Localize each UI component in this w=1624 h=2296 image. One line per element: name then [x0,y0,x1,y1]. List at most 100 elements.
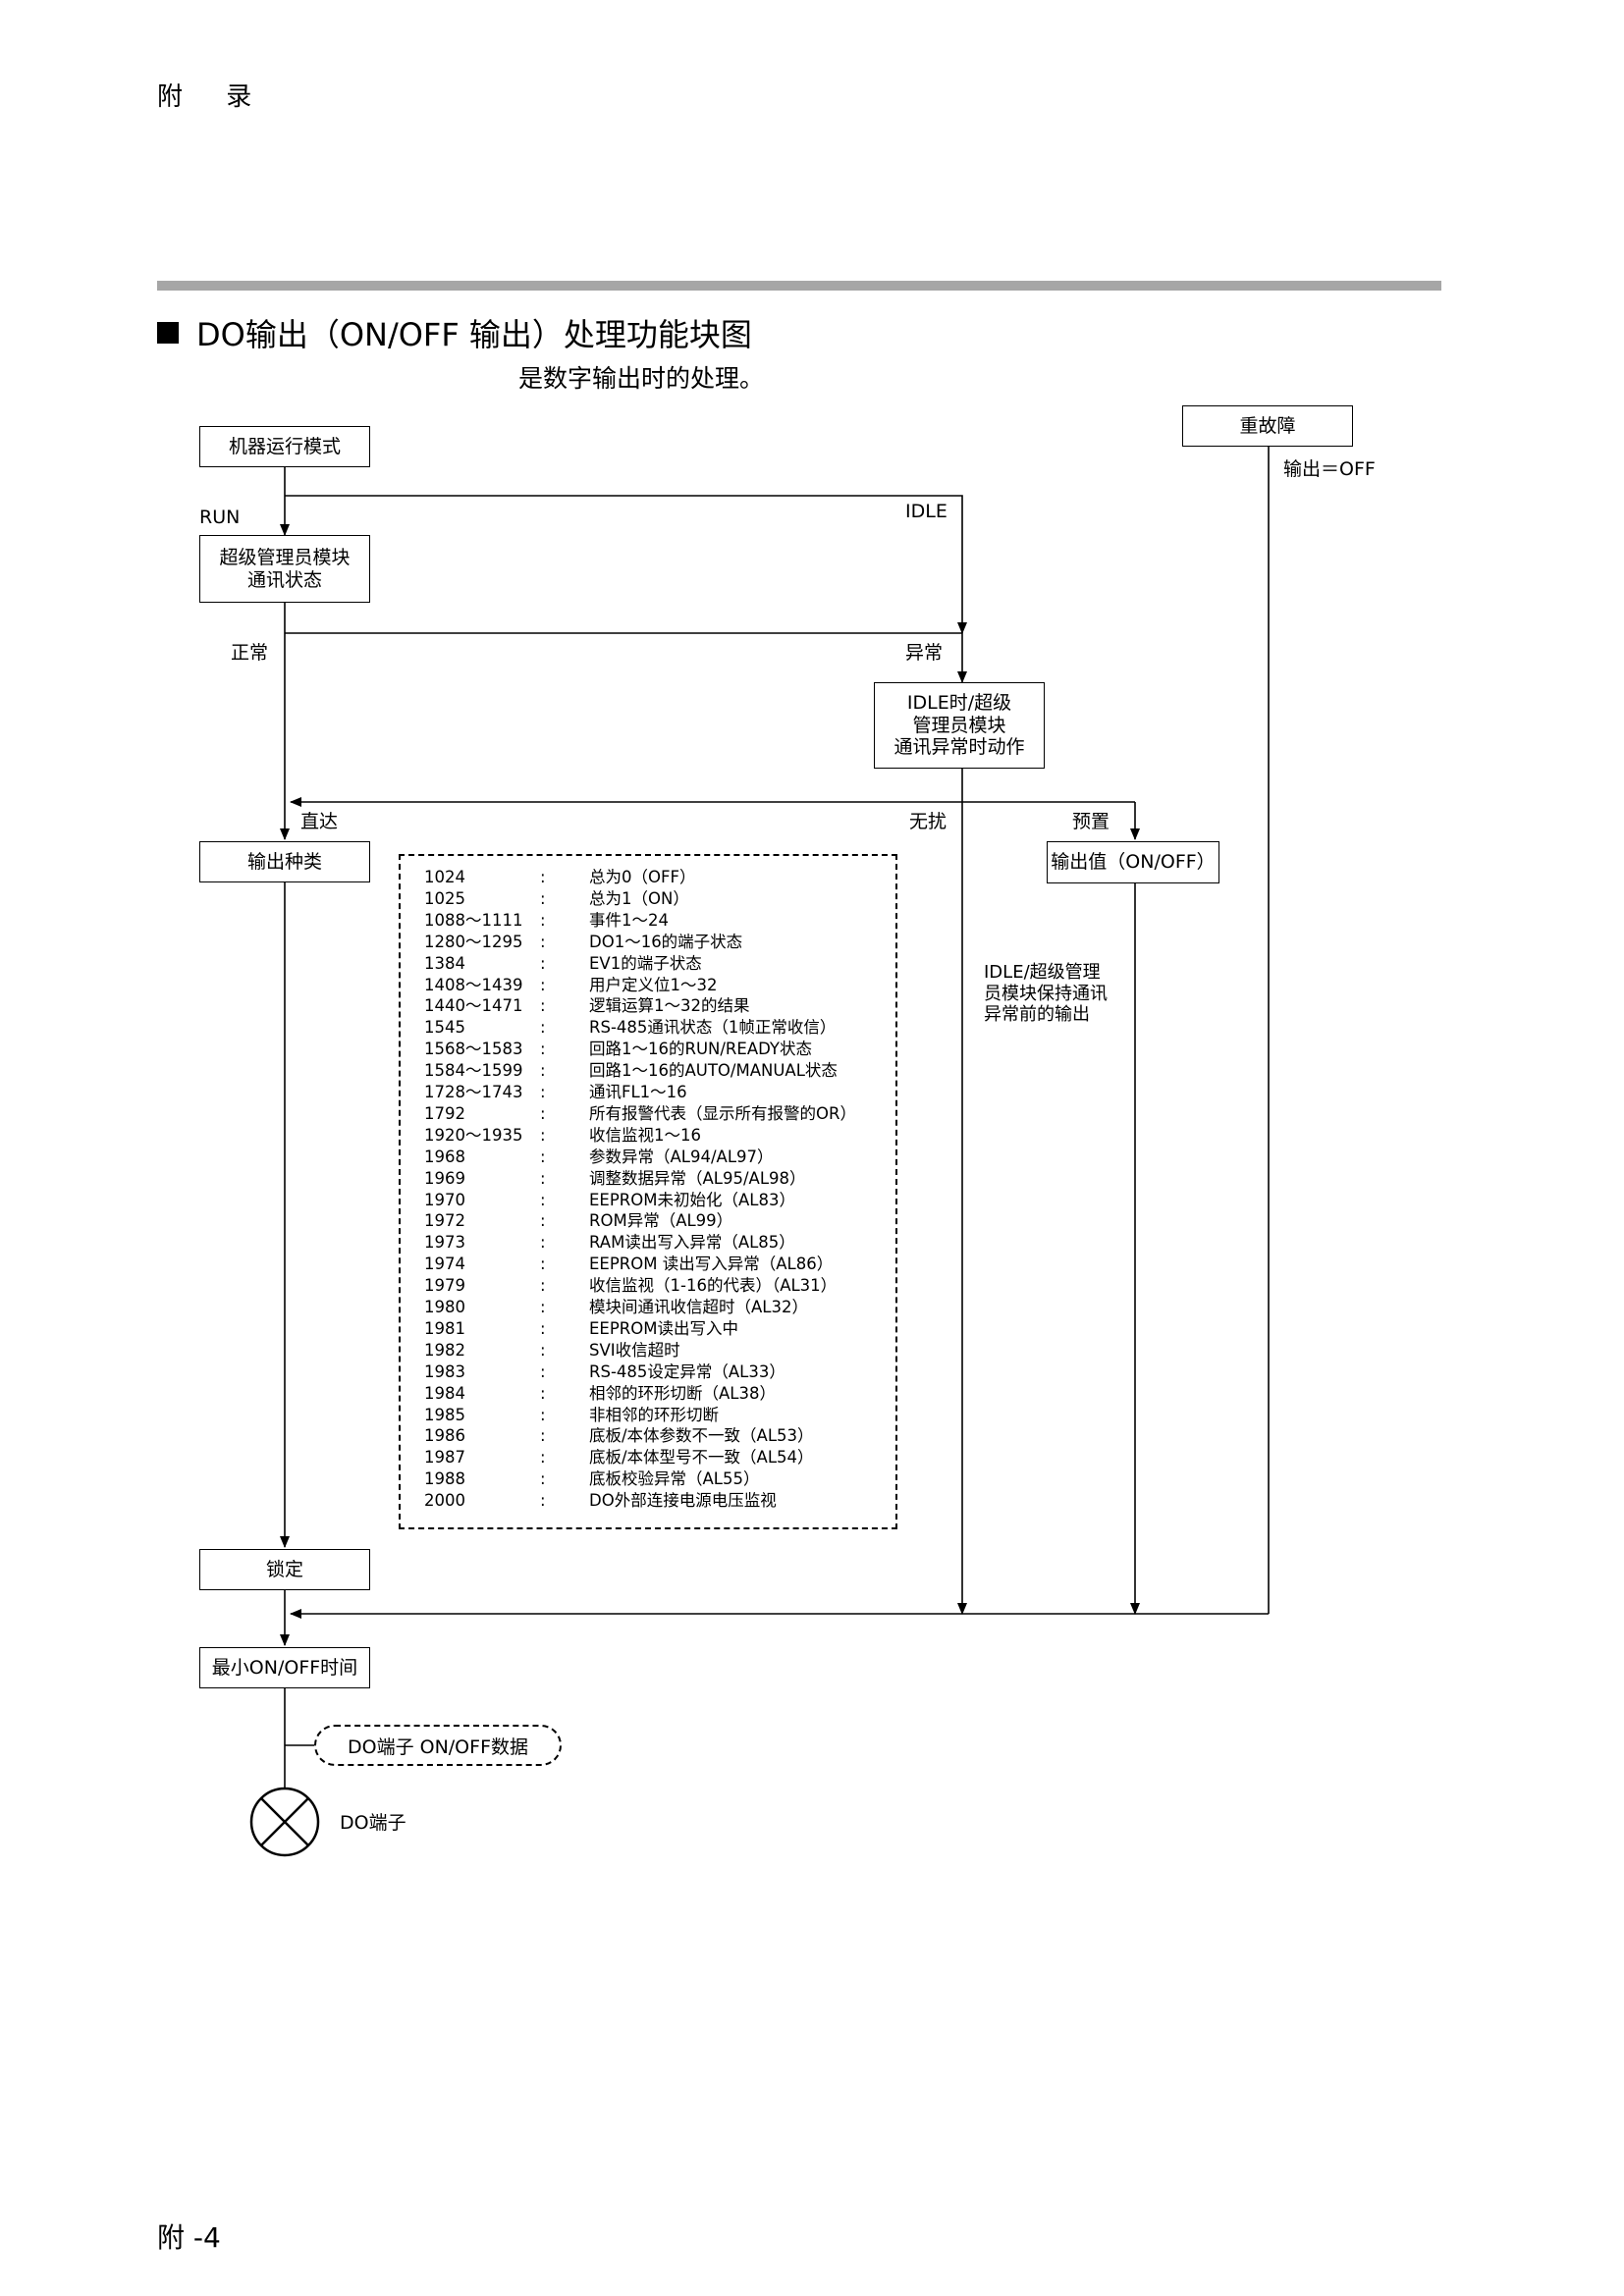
code-value: 1984 [424,1383,465,1403]
code-description: 参数异常（AL94/AL97） [589,1147,774,1166]
code-description: 用户定义位1～32 [589,975,718,994]
code-separator: : [540,1168,546,1188]
code-row: 1973: RAM读出写入异常（AL85） [424,1233,795,1253]
code-row: 1024: 总为0（OFF） [424,868,695,887]
code-separator: : [540,1211,546,1231]
code-value: 1980 [424,1298,465,1316]
code-description: 收信监视（1-16的代表）（AL31） [589,1276,838,1296]
code-separator: : [540,1190,546,1209]
code-row: 1974:EEPROM 读出写入异常（AL86） [424,1255,833,1274]
code-separator: : [540,1276,546,1296]
code-row: 1728～1743:通讯FL1～16 [424,1083,687,1102]
code-separator: : [540,996,546,1016]
no-disturb-label: 无扰 [909,811,947,832]
code-value: 1970 [424,1190,465,1209]
abnormal-label: 异常 [905,642,944,664]
code-row: 1987:底板/本体型号不一致（AL54） [424,1448,814,1468]
code-description: SVI收信超时 [589,1340,680,1360]
code-description: 回路1～16的RUN/READY状态 [589,1040,812,1059]
code-separator: : [540,1255,546,1274]
code-value: 1979 [424,1276,465,1296]
code-value: 1968 [424,1147,465,1166]
code-row: 1968: 参数异常（AL94/AL97） [424,1148,774,1167]
section-title: DO输出（ON/OFF 输出）处理功能块图 [157,310,752,355]
code-value: 1986 [424,1426,465,1446]
machine-mode-box: 机器运行模式 [199,426,370,467]
idle-action-box: IDLE时/超级 管理员模块 通讯异常时动作 [874,682,1045,769]
super-manager-box: 超级管理员模块 通讯状态 [199,535,370,603]
code-row: 1979: 收信监视（1-16的代表）（AL31） [424,1276,837,1296]
code-row: 1982: SVI收信超时 [424,1341,680,1361]
code-separator: : [540,1040,546,1059]
code-description: 事件1～24 [589,910,669,930]
code-row: 2000:DO外部连接电源电压监视 [424,1491,777,1511]
direct-label: 直达 [300,811,339,832]
code-row: 1792:所有报警代表（显示所有报警的OR） [424,1104,856,1124]
code-separator: : [540,910,546,930]
code-row: 1280～1295:DO1～16的端子状态 [424,933,742,952]
code-description: EEPROM未初始化（AL83） [589,1190,795,1209]
code-description: 回路1～16的AUTO/MANUAL状态 [589,1061,838,1081]
code-value: 1568～1583 [424,1040,523,1059]
code-description: 非相邻的环形切断 [589,1405,719,1424]
code-description: 总为0（OFF） [589,868,696,886]
code-value: 1982 [424,1340,465,1360]
code-value: 1920～1935 [424,1125,523,1145]
code-row: 1980:模块间通讯收信超时（AL32） [424,1298,808,1317]
code-separator: : [540,888,546,908]
header-label: 附 录 [157,82,270,112]
code-separator: : [540,975,546,994]
code-value: 1983 [424,1362,465,1381]
code-description: DO外部连接电源电压监视 [589,1491,777,1511]
section-rule [157,281,1441,291]
code-row: 1408～1439:用户定义位1～32 [424,976,718,995]
code-value: 1088～1111 [424,910,523,930]
code-description: 底板/本体参数不一致（AL53） [589,1426,814,1446]
code-row: 1988:底板校验异常（AL55） [424,1469,759,1489]
code-description: EV1的端子状态 [589,953,702,973]
code-separator: : [540,1405,546,1424]
code-separator: : [540,1298,546,1316]
code-description: 底板校验异常（AL55） [589,1469,760,1489]
code-row: 1981:EEPROM读出写入中 [424,1319,738,1339]
code-row: 1986:底板/本体参数不一致（AL53） [424,1426,814,1446]
code-separator: : [540,1018,546,1038]
lock-box: 锁定 [199,1549,370,1590]
section-title-text: DO输出（ON/OFF 输出）处理功能块图 [196,316,752,353]
code-value: 1728～1743 [424,1083,523,1101]
code-separator: : [540,932,546,951]
code-description: RS-485设定异常（AL33） [589,1362,785,1381]
code-separator: : [540,1125,546,1145]
code-description: DO1～16的端子状态 [589,932,743,951]
preset-label: 预置 [1072,811,1110,832]
code-value: 1973 [424,1233,465,1253]
code-description: RAM读出写入异常（AL85） [589,1233,795,1253]
code-row: 1969:调整数据异常（AL95/AL98） [424,1169,806,1189]
min-onoff-box: 最小ON/OFF时间 [199,1647,370,1688]
code-description: 相邻的环形切断（AL38） [589,1383,776,1403]
code-row: 1025:总为1（ON） [424,889,689,909]
code-value: 1545 [424,1018,465,1038]
code-row: 1983:RS-485设定异常（AL33） [424,1362,785,1382]
output-code-list: 1024: 总为0（OFF） 1025:总为1（ON）1088～1111: 事件1～2… [399,854,897,1529]
hold-note-label: IDLE/超级管理 员模块保持通讯 异常前的输出 [984,962,1108,1026]
code-separator: : [540,1383,546,1403]
output-off-label: 输出＝OFF [1283,458,1376,480]
code-row: 1984: 相邻的环形切断（AL38） [424,1384,776,1404]
code-separator: : [540,1061,546,1081]
code-row: 1088～1111: 事件1～24 [424,911,669,931]
code-description: 底板/本体型号不一致（AL54） [589,1448,814,1468]
code-separator: : [540,868,546,886]
code-row: 1384:EV1的端子状态 [424,954,702,974]
code-separator: : [540,1147,546,1166]
code-separator: : [540,1340,546,1360]
code-description: 逻辑运算1～32的结果 [589,996,750,1016]
code-separator: : [540,1233,546,1253]
output-value-box: 输出值（ON/OFF） [1047,841,1219,883]
heavy-fault-box: 重故障 [1182,405,1353,447]
code-description: ROM异常（AL99） [589,1211,733,1231]
code-value: 1024 [424,868,465,886]
code-value: 2000 [424,1491,465,1511]
code-value: 1985 [424,1405,465,1424]
code-value: 1025 [424,888,465,908]
